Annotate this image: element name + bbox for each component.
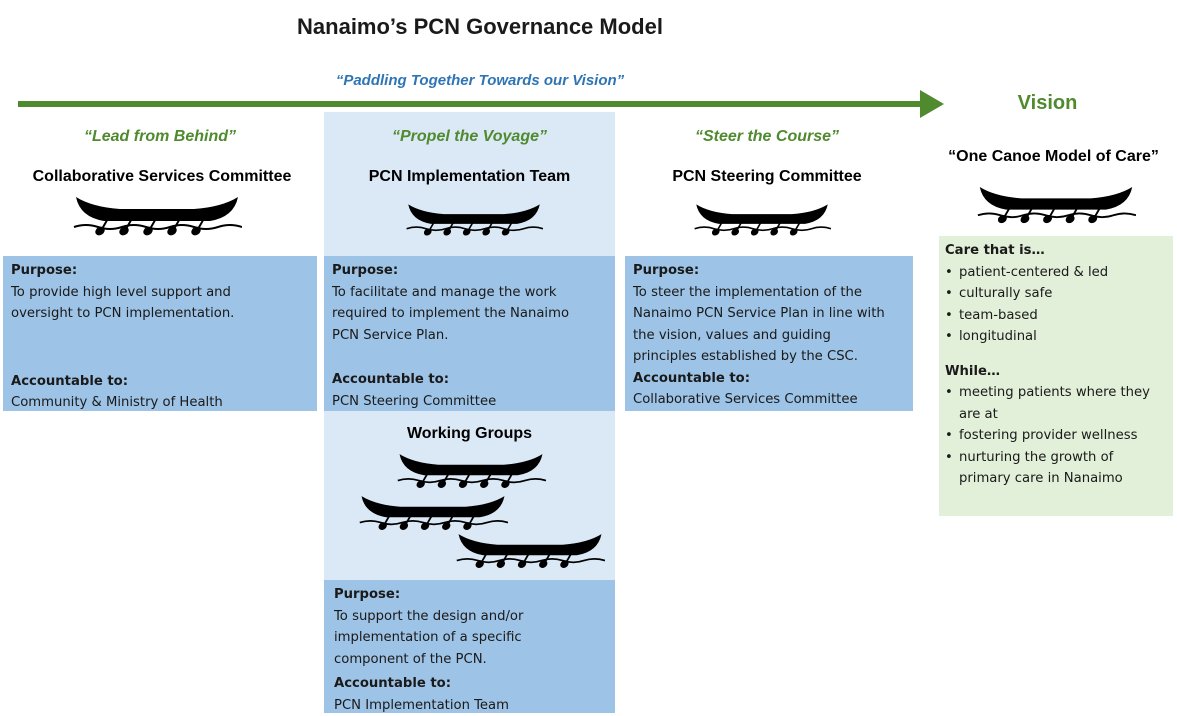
list-item: •patient-centered & led xyxy=(945,262,1167,284)
purpose-line: Nanaimo PCN Service Plan in line with xyxy=(633,303,905,325)
slogan-steer-the-course: “Steer the Course” xyxy=(622,128,912,146)
vision-heading: Vision xyxy=(990,92,1105,115)
purpose-line: principles established by the CSC. xyxy=(633,346,905,368)
purpose-line: component of the PCN. xyxy=(334,649,607,671)
while-label: While… xyxy=(945,361,1167,383)
page-title: Nanaimo’s PCN Governance Model xyxy=(0,14,960,40)
accountable-value: Collaborative Services Committee xyxy=(633,389,905,411)
accountable-label: Accountable to: xyxy=(11,371,309,393)
implementation-purpose-panel: Purpose: To facilitate and manage the wo… xyxy=(324,256,615,411)
vision-care-panel: Care that is… •patient-centered & led •c… xyxy=(939,236,1173,516)
purpose-line: oversight to PCN implementation. xyxy=(11,303,309,325)
purpose-line: required to implement the Nanaimo xyxy=(332,303,607,325)
canoe-icon xyxy=(455,530,605,570)
purpose-label: Purpose: xyxy=(633,260,905,282)
canoe-icon xyxy=(693,200,831,238)
working-groups-title: Working Groups xyxy=(324,425,615,443)
purpose-line: To facilitate and manage the work xyxy=(332,282,607,304)
accountable-label: Accountable to: xyxy=(334,673,607,695)
accountable-value: PCN Steering Committee xyxy=(332,391,607,413)
care-list: •patient-centered & led •culturally safe… xyxy=(945,262,1167,348)
canoe-icon xyxy=(72,193,242,237)
slogan-propel-the-voyage: “Propel the Voyage” xyxy=(324,128,615,146)
list-item: •fostering provider wellness xyxy=(945,425,1167,447)
one-canoe-model-title: “One Canoe Model of Care” xyxy=(930,148,1177,166)
purpose-label: Purpose: xyxy=(11,260,309,282)
care-label: Care that is… xyxy=(945,240,1167,262)
list-item: •culturally safe xyxy=(945,283,1167,305)
purpose-line: To provide high level support and xyxy=(11,282,309,304)
committee-name-steering: PCN Steering Committee xyxy=(622,168,912,186)
committee-name-implementation-team: PCN Implementation Team xyxy=(324,168,615,186)
csc-purpose-panel: Purpose: To provide high level support a… xyxy=(3,256,317,411)
purpose-label: Purpose: xyxy=(334,584,607,606)
purpose-label: Purpose: xyxy=(332,260,607,282)
purpose-line: the vision, values and guiding xyxy=(633,325,905,347)
purpose-line: PCN Service Plan. xyxy=(332,325,607,347)
list-item: •longitudinal xyxy=(945,326,1167,348)
purpose-line: To support the design and/or xyxy=(334,606,607,628)
slogan-lead-from-behind: “Lead from Behind” xyxy=(40,128,280,146)
list-item: •team-based xyxy=(945,305,1167,327)
working-groups-purpose-panel: Purpose: To support the design and/or im… xyxy=(324,580,615,713)
purpose-line: To steer the implementation of the xyxy=(633,282,905,304)
accountable-value: Community & Ministry of Health xyxy=(11,392,309,414)
canoe-icon xyxy=(396,450,546,490)
purpose-line: implementation of a specific xyxy=(334,627,607,649)
canoe-icon xyxy=(405,200,543,238)
steering-purpose-panel: Purpose: To steer the implementation of … xyxy=(625,256,913,411)
accountable-label: Accountable to: xyxy=(332,369,607,391)
accountable-label: Accountable to: xyxy=(633,368,905,390)
canoe-icon xyxy=(976,182,1136,226)
motto-text: “Paddling Together Towards our Vision” xyxy=(260,72,700,89)
committee-name-csc: Collaborative Services Committee xyxy=(0,168,324,186)
canoe-icon xyxy=(358,492,508,532)
